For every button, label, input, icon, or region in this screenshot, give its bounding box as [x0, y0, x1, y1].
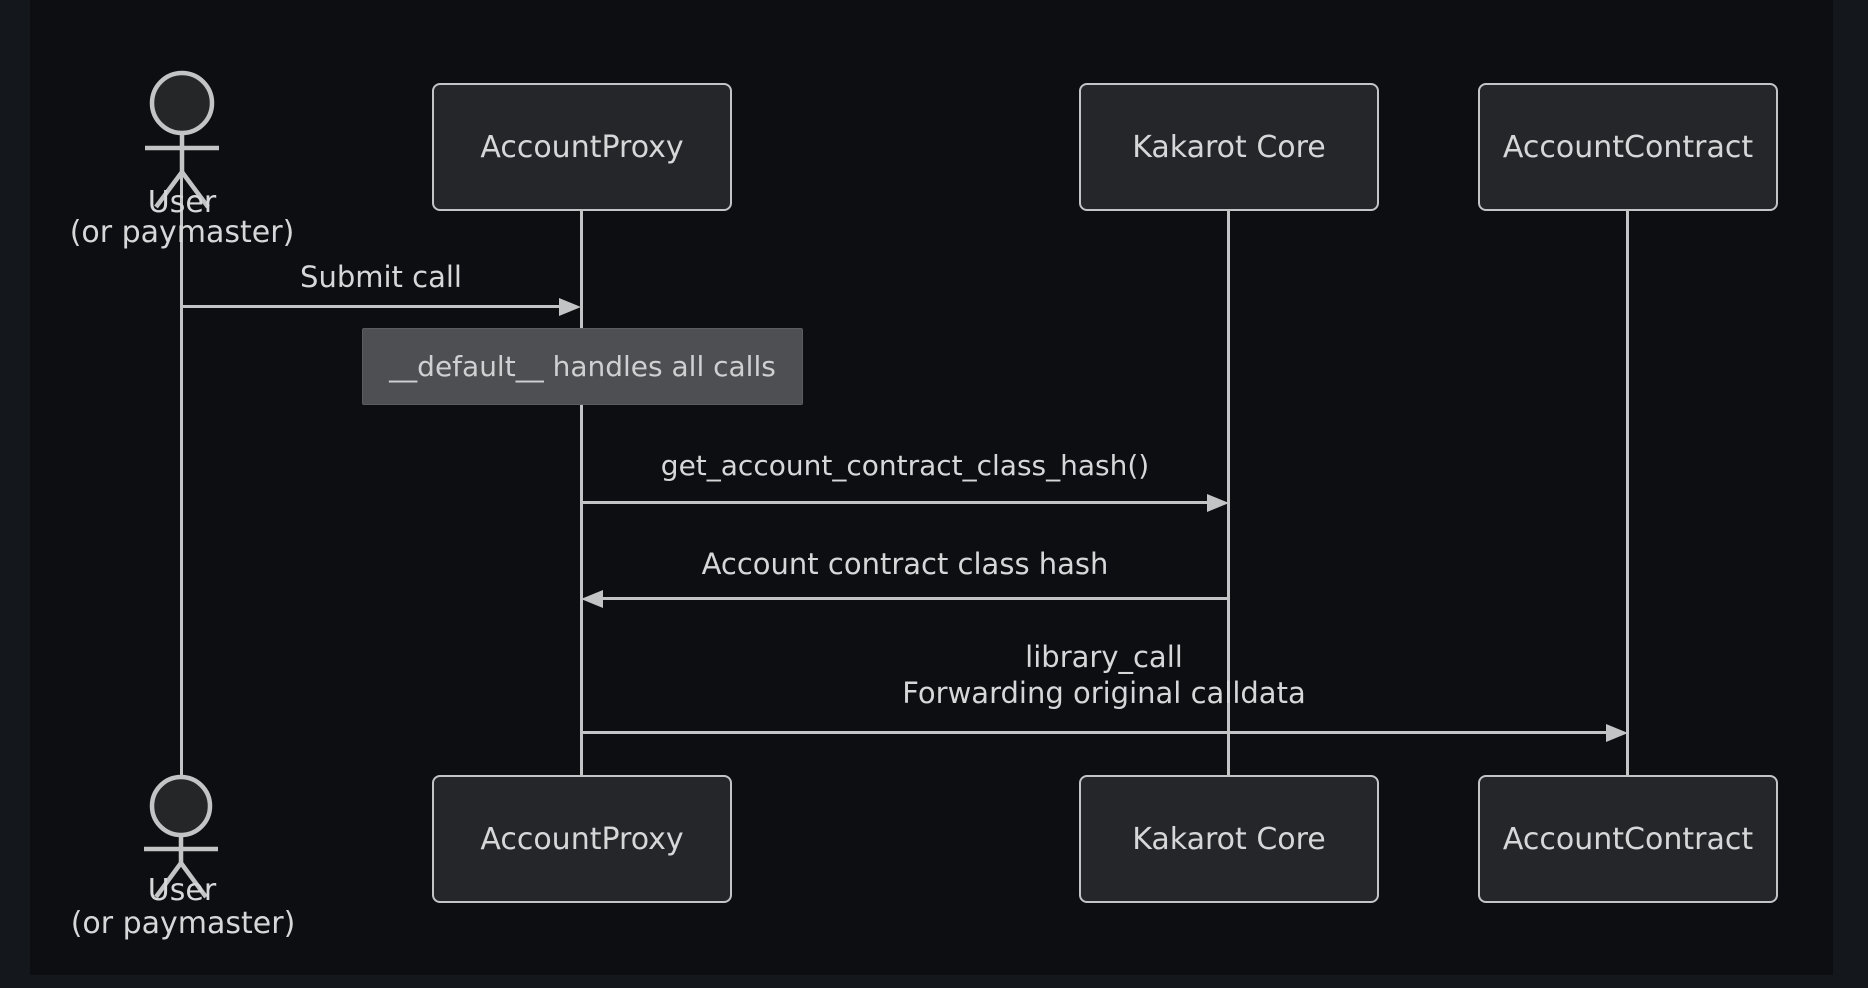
- participant-box-accountcontract-bottom: AccountContract: [1478, 775, 1778, 903]
- note-text: __default__ handles all calls: [389, 350, 776, 383]
- actor-leg-left: [154, 170, 184, 209]
- arrowhead-icon: [581, 590, 603, 608]
- lifeline-user: [180, 172, 183, 777]
- participant-box-kakarot-core-top: Kakarot Core: [1079, 83, 1379, 211]
- participant-label: AccountContract: [1502, 129, 1754, 165]
- lifeline-accountproxy: [580, 211, 583, 775]
- message-label-get-class-hash: get_account_contract_class_hash(): [660, 449, 1150, 482]
- lifeline-accountcontract: [1626, 211, 1629, 775]
- participant-box-accountproxy-bottom: AccountProxy: [432, 775, 732, 903]
- actor-name-bottom-line1: User: [147, 873, 217, 908]
- actor-leg-left: [154, 861, 183, 899]
- message-label-class-hash-return: Account contract class hash: [701, 547, 1109, 581]
- arrowhead-icon: [559, 298, 581, 316]
- participant-box-accountcontract-top: AccountContract: [1478, 83, 1778, 211]
- lifeline-kakarot-core: [1227, 211, 1230, 775]
- participant-label: Kakarot Core: [1132, 129, 1326, 165]
- message-label-library-call-line2: Forwarding original calldata: [902, 676, 1306, 710]
- message-line-class-hash-return: [603, 597, 1229, 600]
- actor-head: [149, 774, 213, 838]
- actor-name-bottom-line2: (or paymaster): [70, 906, 296, 941]
- message-line-submit-call: [181, 305, 559, 308]
- actor-leg-right: [179, 861, 208, 899]
- actor-figure-bottom: [144, 774, 218, 899]
- note-box: __default__ handles all calls: [362, 328, 803, 405]
- message-label-library-call: library_call Forwarding original calldat…: [902, 639, 1305, 711]
- actor-name-top-line2: (or paymaster): [69, 215, 295, 250]
- participant-box-kakarot-core-bottom: Kakarot Core: [1079, 775, 1379, 903]
- arrowhead-icon: [1606, 724, 1628, 742]
- actor-head: [149, 70, 215, 136]
- message-label-submit-call: Submit call: [300, 260, 462, 294]
- participant-label: AccountContract: [1502, 821, 1754, 857]
- message-line-get-class-hash: [581, 501, 1207, 504]
- participant-box-accountproxy-top: AccountProxy: [432, 83, 732, 211]
- actor-figure-top: [145, 70, 219, 209]
- message-label-library-call-line1: library_call: [1025, 640, 1183, 674]
- arrowhead-icon: [1207, 494, 1229, 512]
- participant-label: AccountProxy: [480, 129, 684, 165]
- actor-leg-right: [180, 170, 210, 209]
- participant-label: Kakarot Core: [1132, 821, 1326, 857]
- message-line-library-call: [581, 731, 1606, 734]
- actor-name-top-line1: User: [147, 185, 217, 220]
- participant-label: AccountProxy: [480, 821, 684, 857]
